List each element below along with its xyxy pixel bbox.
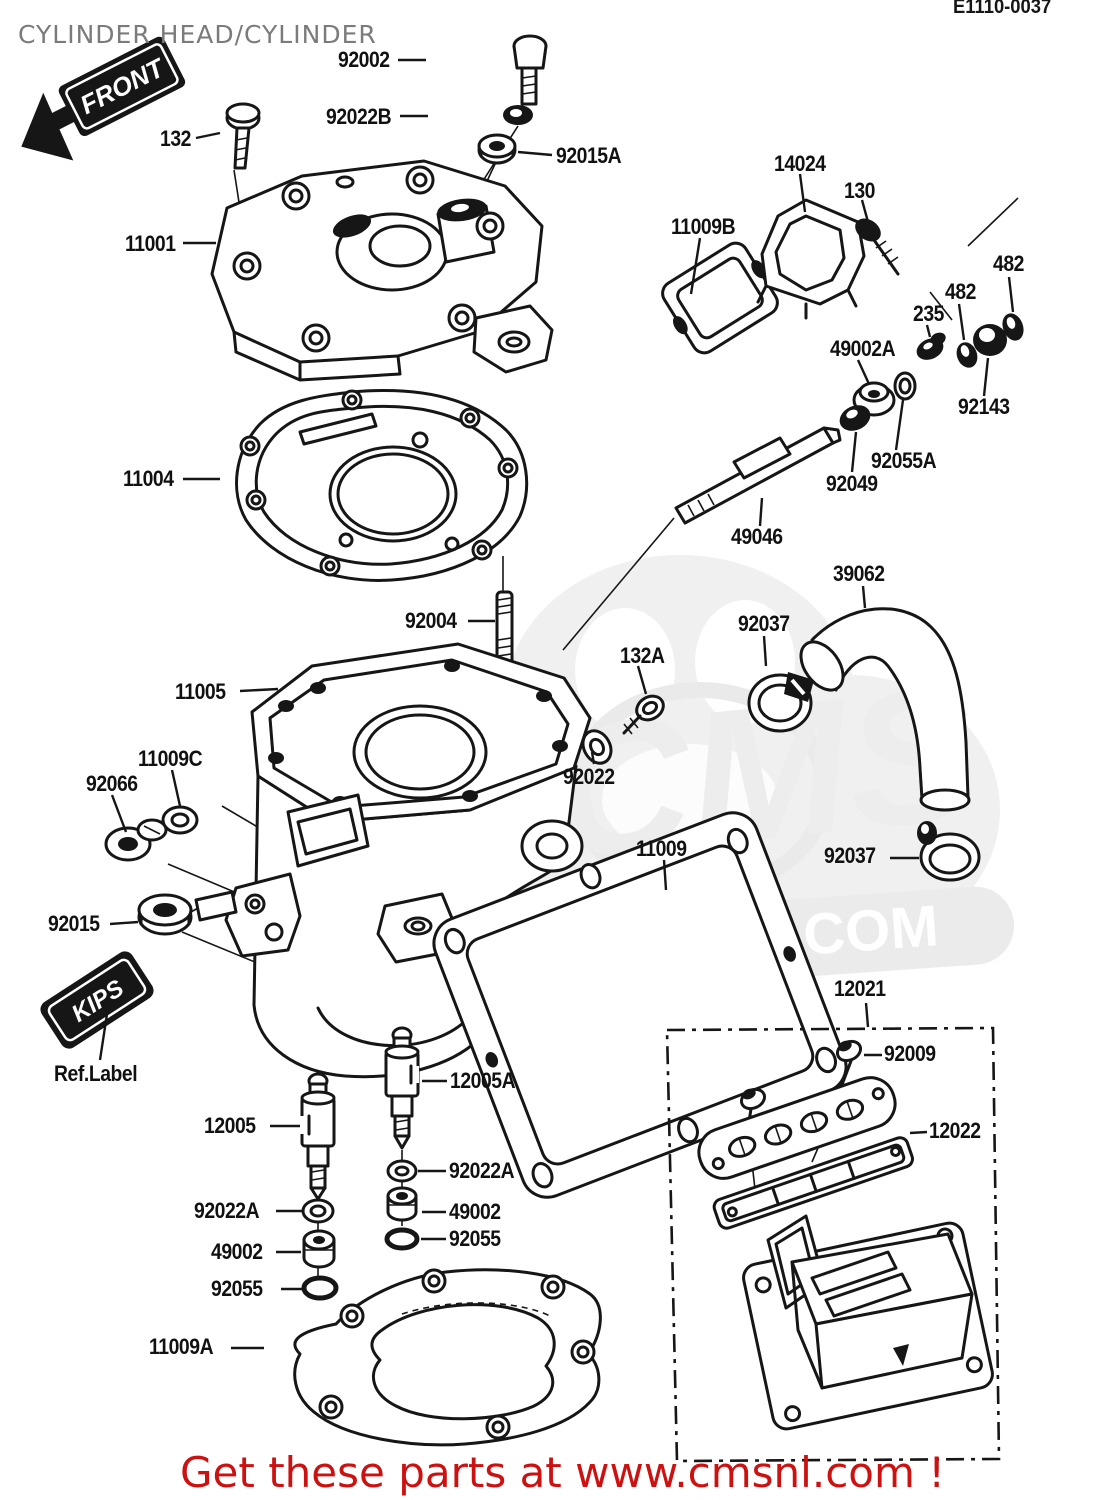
washer-92022A-right [386, 1159, 418, 1183]
part-label-49002a: 49002A [830, 336, 896, 361]
part-label-49046: 49046 [731, 524, 783, 549]
part-label-12021: 12021 [834, 976, 886, 1001]
clamp-92037-left [747, 672, 814, 733]
part-label-92022a: 92022A [449, 1158, 515, 1183]
bolt-132A [622, 694, 665, 735]
clamp-92037-right [917, 821, 981, 882]
stud-92004 [495, 590, 514, 666]
part-label-92049: 92049 [826, 471, 878, 496]
part-label-92143: 92143 [958, 394, 1010, 419]
governor-parts [839, 313, 1024, 431]
washer-92022A-left [301, 1198, 335, 1224]
hose-39062 [799, 607, 971, 812]
part-label-11009b: 11009B [671, 214, 736, 239]
part-label-92037: 92037 [824, 843, 876, 868]
governor-rod-49046 [674, 426, 842, 525]
part-label-92015: 92015 [48, 911, 100, 936]
part-label-12005a: 12005A [450, 1068, 516, 1093]
reed-stopper-plate [697, 1076, 897, 1180]
bolt-130 [855, 218, 900, 276]
grommet-49002-left [302, 1229, 336, 1269]
part-label-132: 132 [160, 126, 191, 151]
part-label-92055a: 92055A [871, 448, 937, 473]
valve-12005 [300, 1072, 336, 1201]
cylinder-11005 [194, 642, 592, 1079]
reed-block [742, 1214, 994, 1431]
part-label-130: 130 [844, 178, 875, 203]
part-label-11005: 11005 [175, 679, 226, 704]
part-label-92022: 92022 [563, 764, 615, 789]
part-label-11001: 11001 [125, 231, 176, 256]
reed-12022 [712, 1136, 914, 1230]
plug-92066 [104, 818, 168, 862]
part-label-482: 482 [993, 251, 1024, 276]
part-label-92002: 92002 [338, 47, 390, 72]
nut-92015A [477, 133, 517, 165]
grommet-49002-right [386, 1186, 418, 1222]
gasket-11009B [661, 241, 779, 355]
holder-14024 [756, 198, 866, 320]
bolt-92002 [512, 34, 548, 106]
oring-92055-right [384, 1227, 420, 1251]
part-label-235: 235 [913, 301, 944, 326]
part-label-482: 482 [945, 279, 976, 304]
part-label-39062: 39062 [833, 561, 885, 586]
part-label-11009c: 11009C [138, 746, 203, 771]
front-sticker: FRONT [21, 36, 186, 161]
part-label-49002: 49002 [211, 1239, 263, 1264]
part-label-92004: 92004 [405, 608, 457, 633]
part-label-92037: 92037 [738, 611, 790, 636]
washer-92022B [503, 105, 533, 125]
nut-92015 [137, 893, 193, 936]
part-label-92009: 92009 [884, 1041, 936, 1066]
part-label-92055: 92055 [211, 1276, 263, 1301]
part-label-11009: 11009 [636, 836, 687, 861]
cylinder-head-11001 [210, 159, 554, 382]
part-label-92015a: 92015A [556, 143, 622, 168]
part-label-92022b: 92022B [326, 104, 392, 129]
part-label-11004: 11004 [123, 466, 174, 491]
head-gasket-11004 [235, 389, 529, 582]
part-label-92055: 92055 [449, 1226, 501, 1251]
washer-92022 [581, 729, 613, 765]
footer-link[interactable]: Get these parts at www.cmsnl.com ! [180, 1448, 946, 1497]
part-label-11009a: 11009A [149, 1334, 214, 1359]
kips-sticker: KIPS [40, 951, 154, 1049]
valve-12005A [384, 1026, 420, 1150]
part-label-14024: 14024 [774, 151, 826, 176]
part-label-132a: 132A [620, 643, 665, 668]
part-label-12022: 12022 [929, 1118, 981, 1143]
page-title: CYLINDER HEAD/CYLINDER [18, 20, 377, 49]
part-label-ref-label: Ref.Label [54, 1061, 138, 1086]
doc-number: E1110-0037 [953, 0, 1052, 18]
washer-11009C [161, 805, 199, 835]
leader-lines [98, 58, 1015, 1350]
reed-valve-assembly-12021 [665, 1026, 1001, 1463]
base-gasket-11009A [293, 1268, 602, 1447]
part-label-49002: 49002 [449, 1199, 501, 1224]
part-label-12005: 12005 [204, 1113, 256, 1138]
screw-92009-b [739, 1087, 767, 1136]
part-label-92066: 92066 [86, 771, 138, 796]
part-label-92022a: 92022A [194, 1198, 260, 1223]
oring-92055-left [301, 1275, 339, 1301]
bolt-132 [225, 102, 261, 170]
